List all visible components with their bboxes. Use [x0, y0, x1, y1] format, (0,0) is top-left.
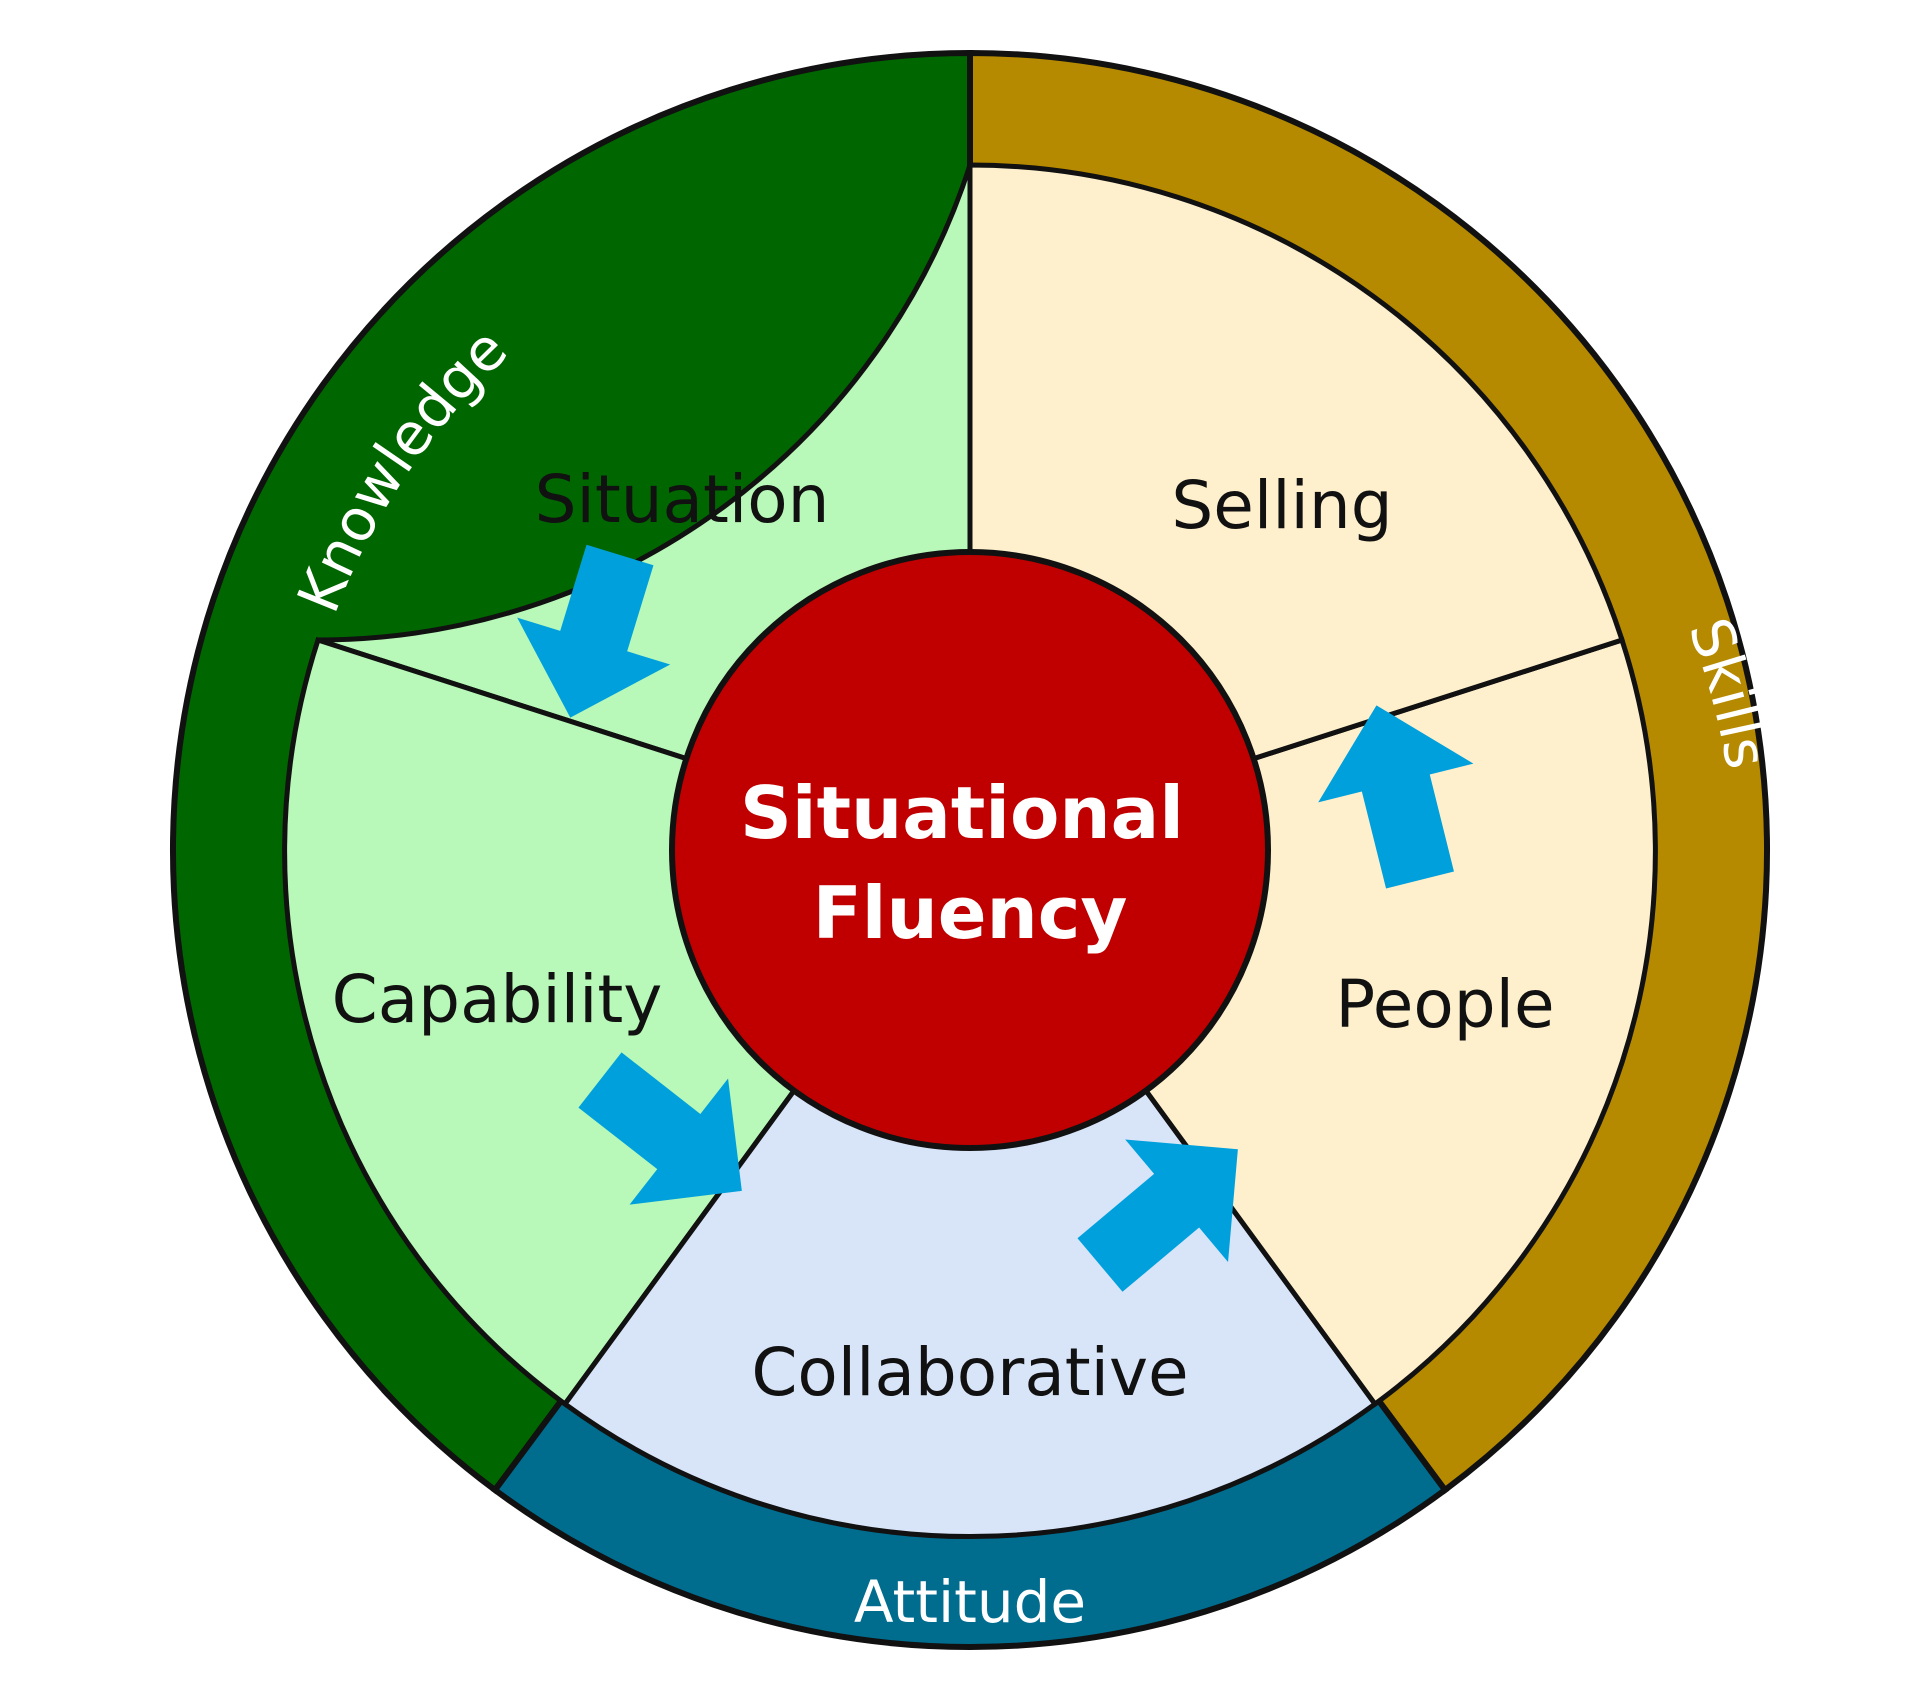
- selling-label: Selling: [1171, 467, 1392, 544]
- center-label-line2: Fluency: [813, 871, 1128, 955]
- arrow-people-to-selling: [1318, 705, 1474, 889]
- capability-label: Capability: [332, 961, 663, 1038]
- flow-arrows: [517, 544, 1474, 1292]
- center-circle: [669, 549, 1271, 1151]
- collaborative-label: Collaborative: [751, 1334, 1188, 1411]
- center-label-line1: Situational: [740, 771, 1184, 855]
- people-label: People: [1335, 966, 1554, 1043]
- situation-label: Situation: [535, 461, 830, 538]
- arrow-capability-to-collaborative: [578, 1052, 742, 1205]
- arrow-situation-to-capability: [517, 544, 671, 718]
- segment-collaborative: [561, 845, 1379, 1540]
- attitude-ring-label: Attitude: [854, 1568, 1086, 1636]
- arrow-collaborative-to-people: [1077, 1139, 1238, 1292]
